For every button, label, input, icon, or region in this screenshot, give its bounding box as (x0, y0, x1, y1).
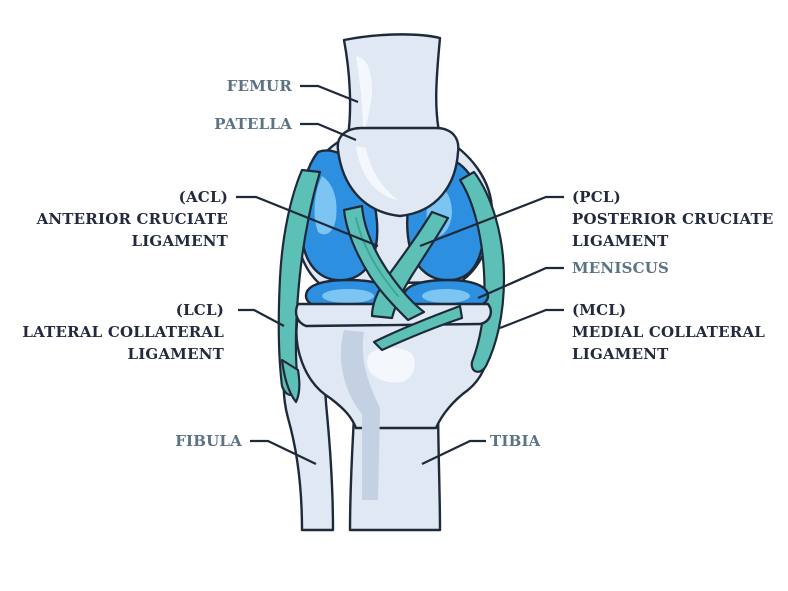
medial-meniscus-inner (422, 289, 470, 303)
tibia-label: TIBIA (490, 432, 541, 450)
lcl-leader (238, 308, 285, 327)
tibia-leader (421, 439, 486, 465)
mcl-ligament (458, 170, 506, 373)
patella-label: PATELLA (214, 115, 292, 133)
meniscus-leader (477, 266, 564, 300)
lateral-meniscus-inner (322, 289, 374, 303)
lcl-label: (LCL) LATERAL COLLATERAL LIGAMENT (22, 301, 224, 363)
fibula-label: FIBULA (175, 432, 242, 450)
femur-label: FEMUR (226, 77, 292, 95)
acl-strand (355, 217, 399, 297)
leader-lines (236, 84, 564, 465)
lateral-condyle-highlight (314, 176, 337, 235)
patella-highlight (356, 146, 398, 200)
pcl-label: (PCL) POSTERIOR CRUCIATE LIGAMENT (572, 188, 774, 250)
lcl-lower (280, 358, 301, 404)
patella-leader (300, 122, 357, 142)
acl-leader (236, 195, 379, 248)
femur-highlight (356, 56, 372, 134)
mcl-leader (499, 308, 564, 330)
transverse-ligament (372, 304, 464, 352)
fibula-leader (250, 439, 317, 465)
meniscus-label: MENISCUS (572, 259, 670, 277)
acl-label: (ACL) ANTERIOR CRUCIATE LIGAMENT (36, 188, 228, 250)
femur-leader (300, 84, 359, 104)
pcl-leader (419, 195, 564, 248)
tibia-shading (340, 330, 380, 500)
acl-ligament (342, 204, 426, 322)
tibia-highlight (367, 347, 415, 383)
mcl-label: (MCL) MEDIAL COLLATERAL LIGAMENT (572, 301, 766, 363)
patella-bone (336, 126, 460, 218)
